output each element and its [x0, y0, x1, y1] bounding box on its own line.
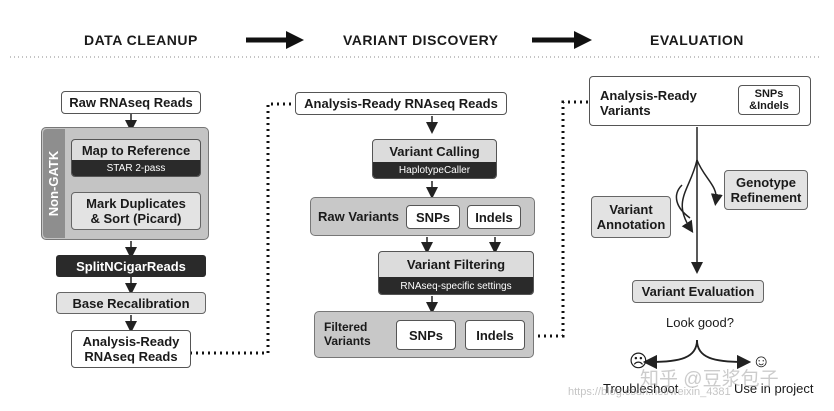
- header-variant-discovery: VARIANT DISCOVERY: [343, 32, 499, 48]
- mark-duplicates-line1: Mark Duplicates: [86, 196, 186, 211]
- variant-filtering-label: Variant Filtering: [406, 257, 506, 272]
- header-data-cleanup: DATA CLEANUP: [84, 32, 198, 48]
- annotation-line2: Annotation: [596, 217, 666, 232]
- rnaseq-settings-label: RNAseq-specific settings: [379, 277, 533, 294]
- happy-face-icon: ☺: [752, 351, 771, 371]
- annotation-line1: Variant: [609, 202, 653, 217]
- look-good-question: Look good?: [666, 314, 734, 330]
- raw-snps-box: SNPs: [406, 205, 460, 229]
- eval-ready-line1: Analysis-Ready: [600, 88, 697, 103]
- filtered-indels-box: Indels: [465, 320, 525, 350]
- snps-indels-line1: SNPs: [754, 88, 784, 100]
- mark-duplicates-box: Mark Duplicates & Sort (Picard): [71, 192, 201, 230]
- analysis-ready-reads-line1: Analysis-Ready: [82, 334, 180, 349]
- header-evaluation: EVALUATION: [650, 32, 744, 48]
- snps-indels-box: SNPs &Indels: [738, 85, 800, 115]
- variant-calling-label: Variant Calling: [389, 143, 480, 159]
- split-ncigar-reads-box: SplitNCigarReads: [56, 255, 206, 277]
- analysis-ready-reads-box: Analysis-Ready RNAseq Reads: [71, 330, 191, 368]
- variant-evaluation-box: Variant Evaluation: [632, 280, 764, 303]
- watermark-url: https://blog.csdn.net/weixin_4381: [568, 386, 731, 398]
- eval-ready-variants-label: Analysis-Ready Variants: [600, 88, 697, 118]
- snps-indels-line2: &Indels: [749, 100, 789, 112]
- link-discovery-to-evaluation: [538, 100, 588, 338]
- analysis-ready-reads-line2: RNAseq Reads: [84, 349, 178, 364]
- troubleshoot-label: Troubleshoot: [603, 381, 679, 396]
- filtered-variants-line1: Filtered: [324, 320, 368, 334]
- filtered-snps-box: SNPs: [396, 320, 456, 350]
- use-in-project-label: Use in project: [734, 381, 814, 396]
- star-2pass-label: STAR 2-pass: [72, 160, 200, 176]
- non-gatk-label-strip: Non-GATK: [43, 129, 65, 238]
- base-recalibration-box: Base Recalibration: [56, 292, 206, 314]
- eval-ready-variants-box: [589, 76, 811, 126]
- genotype-line2: Refinement: [730, 190, 802, 205]
- eval-ready-line2: Variants: [600, 103, 651, 118]
- haplotype-caller-label: HaplotypeCaller: [373, 162, 496, 178]
- header-arrow-1: [246, 31, 304, 49]
- raw-indels-box: Indels: [467, 205, 521, 229]
- non-gatk-label: Non-GATK: [46, 150, 62, 217]
- watermark-handle: 知乎 @豆浆包子: [640, 369, 779, 390]
- map-to-reference-box: Map to Reference STAR 2-pass: [71, 139, 201, 177]
- genotype-refinement-box: Genotype Refinement: [724, 170, 808, 210]
- genotype-line1: Genotype: [736, 175, 796, 190]
- variant-filtering-box: Variant Filtering RNAseq-specific settin…: [378, 251, 534, 295]
- variant-annotation-box: Variant Annotation: [591, 196, 671, 238]
- raw-rnaseq-reads-box: Raw RNAseq Reads: [61, 91, 201, 114]
- discovery-ready-reads-box: Analysis-Ready RNAseq Reads: [295, 92, 507, 115]
- raw-variants-label: Raw Variants: [318, 209, 399, 224]
- mark-duplicates-line2: & Sort (Picard): [90, 211, 182, 226]
- map-to-reference-label: Map to Reference: [81, 142, 191, 158]
- sad-face-icon: ☹: [629, 351, 648, 371]
- filtered-variants-line2: Variants: [324, 334, 371, 348]
- header-arrow-2: [532, 31, 592, 49]
- filtered-variants-label: Filtered Variants: [324, 320, 371, 348]
- variant-calling-box: Variant Calling HaplotypeCaller: [372, 139, 497, 179]
